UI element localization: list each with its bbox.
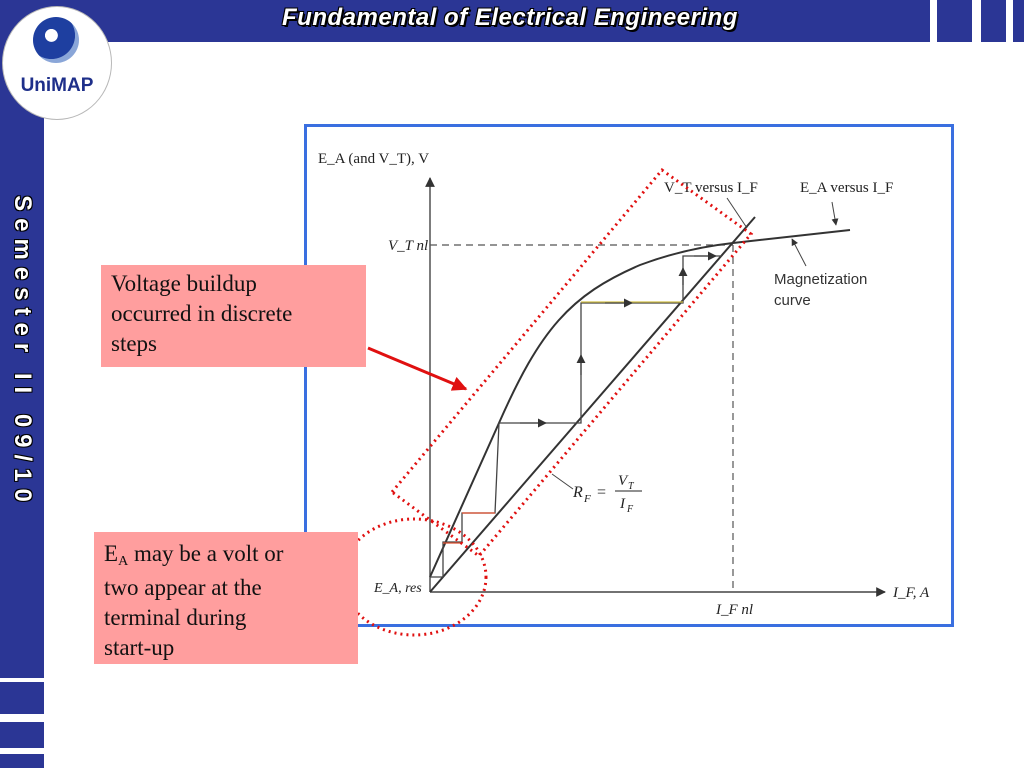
- callout-text-line: Voltage buildup: [111, 271, 257, 296]
- rf-denominator-sub: F: [626, 504, 634, 515]
- buildup-steps: [430, 255, 722, 578]
- rf-line: [429, 216, 756, 593]
- ea-curve-label: E_A versus I_F: [800, 180, 893, 196]
- logo-emblem-icon: [33, 17, 79, 63]
- callout-arrow: [367, 346, 468, 391]
- sidebar-stripe: [0, 678, 44, 682]
- ea-symbol: E: [104, 541, 119, 566]
- callout-text-line: occurred in discrete: [111, 301, 293, 326]
- header-stripe: [930, 0, 937, 42]
- ea-label-pointer: [831, 201, 839, 226]
- startup-voltage-callout: EA may be a volt or two appear at the te…: [94, 532, 358, 664]
- rf-numerator-sub: T: [628, 481, 635, 492]
- rf-pointer: [551, 473, 574, 490]
- rf-symbol: R: [572, 484, 583, 501]
- callout-text-line: two appear at the: [104, 575, 262, 600]
- magnetization-curve: [429, 229, 851, 578]
- vt-curve-label: V_T versus I_F: [664, 180, 758, 196]
- diagram-frame: [304, 124, 954, 627]
- callout-text-line: steps: [111, 331, 157, 356]
- rf-equals: =: [597, 484, 606, 501]
- sidebar: Semester II 09/10: [0, 0, 44, 768]
- sidebar-stripe: [0, 714, 44, 722]
- header-stripe: [1006, 0, 1013, 42]
- voltage-buildup-callout: Voltage buildup occurred in discrete ste…: [101, 265, 366, 367]
- header-bar: Fundamental of Electrical Engineering: [0, 0, 1024, 42]
- slide-title: Fundamental of Electrical Engineering: [282, 4, 738, 31]
- vt-tick-label: V_T nl: [388, 238, 428, 254]
- callout-text: may be a volt or: [128, 541, 284, 566]
- rf-denominator: I: [619, 496, 626, 512]
- magnetization-pointer: [791, 238, 807, 267]
- highlight-circle: [340, 517, 488, 637]
- magnetization-label: Magnetization: [774, 271, 867, 288]
- highlight-rectangle: [389, 167, 754, 559]
- ea-res-label: E_A, res: [373, 581, 422, 596]
- header-stripe: [972, 0, 981, 42]
- magnetization-label: curve: [774, 292, 811, 309]
- rf-subscript: F: [583, 493, 591, 505]
- sidebar-stripe: [0, 748, 44, 754]
- x-axis-label: I_F, A: [892, 585, 930, 601]
- y-axis-label: E_A (and V_T), V: [318, 151, 429, 167]
- logo-text: UniMAP: [20, 75, 94, 96]
- callout-text-line: terminal during: [104, 605, 247, 630]
- callout-text-line: EA may be a volt or: [104, 539, 348, 573]
- rf-equation: R F = V T I F: [572, 473, 642, 515]
- rf-numerator: V: [618, 473, 629, 489]
- callout-text-line: start-up: [104, 635, 175, 660]
- university-logo: UniMAP: [2, 6, 112, 120]
- if-tick-label: I_F nl: [715, 602, 753, 618]
- ea-subscript: A: [118, 554, 129, 569]
- vt-label-pointer: [726, 197, 748, 229]
